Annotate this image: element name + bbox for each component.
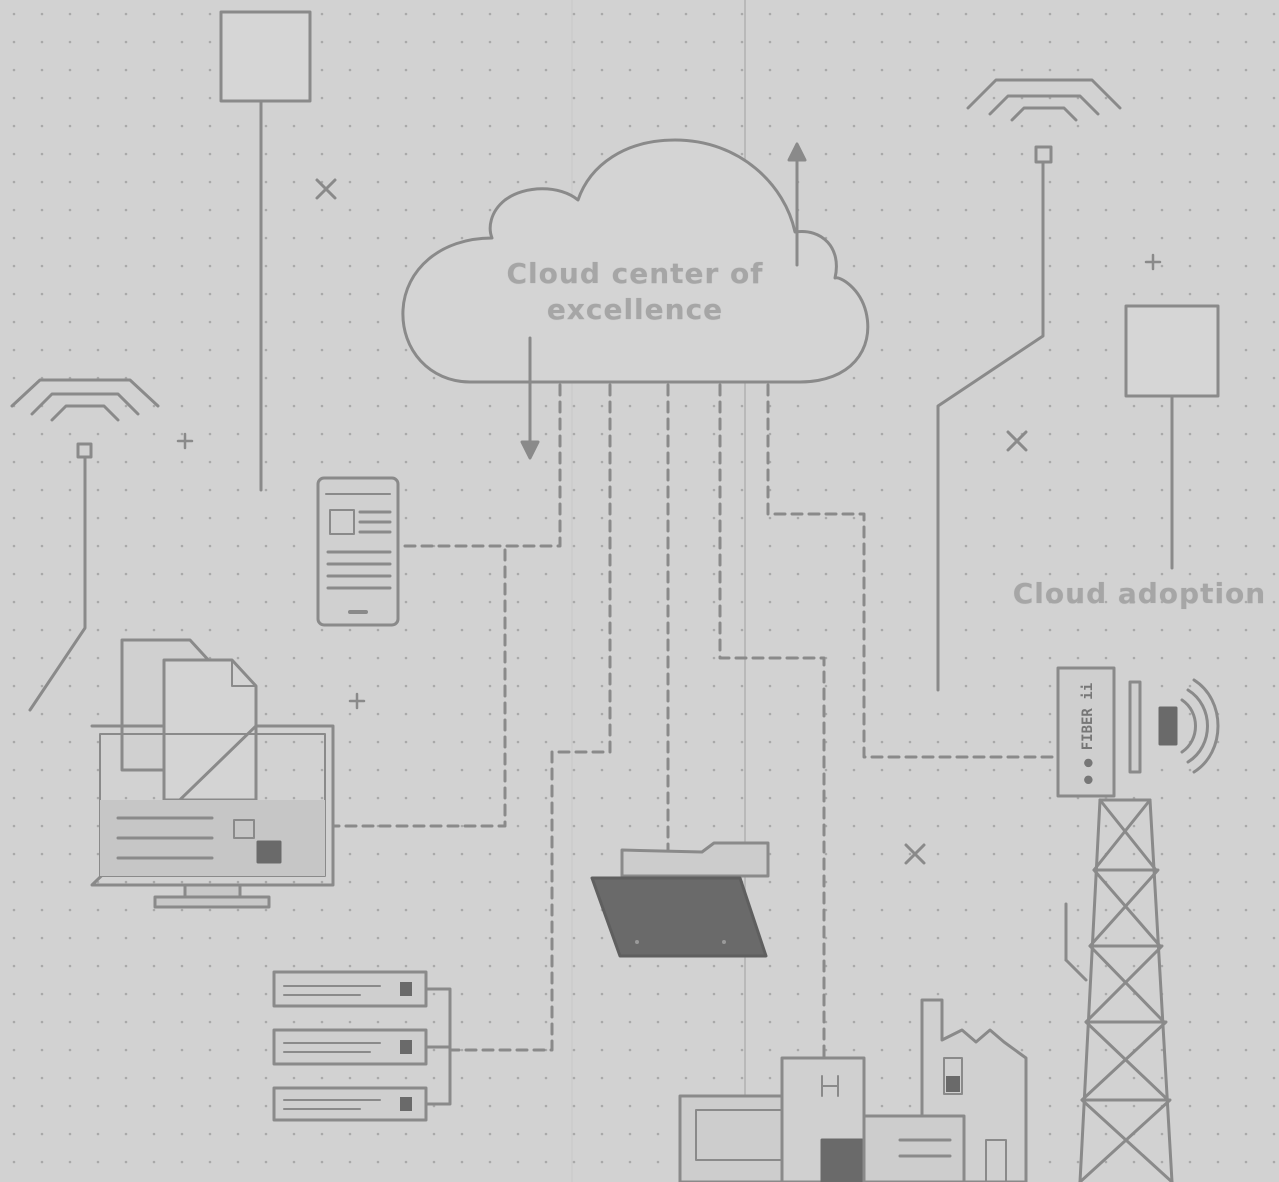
cloud-center-label: Cloud center of excellence: [470, 256, 800, 328]
tower-sign-text: ● ● FIBER ii: [1080, 683, 1096, 784]
cloud-adoption-label: Cloud adoption: [1000, 576, 1279, 612]
cloud-center-label-line2: excellence: [470, 292, 800, 328]
cloud-center-label-line1: Cloud center of: [470, 256, 800, 292]
server-rack-icon: [274, 972, 450, 1120]
tablet-icon: [318, 478, 398, 625]
